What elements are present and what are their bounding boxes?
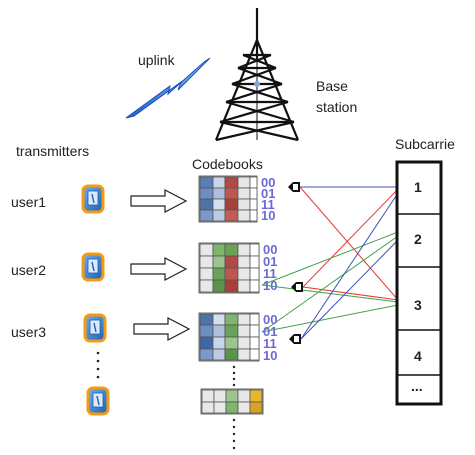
codebook-more <box>200 388 264 415</box>
phone-icon <box>81 184 105 214</box>
pointer-icon <box>291 282 303 292</box>
subcarrier-cell: 4 <box>414 348 422 364</box>
codebooks-label: Codebooks <box>192 156 263 172</box>
codeword-label: 11 <box>263 266 277 281</box>
lightning-icon <box>125 57 211 119</box>
ellipsis-dots <box>232 365 236 450</box>
subcarrier-cell: ... <box>411 378 423 394</box>
codeword-label: 11 <box>261 197 275 212</box>
codeword-label: 10 <box>263 278 278 293</box>
codebook-user2 <box>198 242 260 294</box>
codeword-label: 10 <box>263 348 278 363</box>
codeword-label: 11 <box>263 336 277 351</box>
user-label: user1 <box>11 194 47 210</box>
ellipsis-dots <box>96 351 100 379</box>
base-station-label-line2: station <box>316 99 358 115</box>
subcarrier-column <box>395 160 443 406</box>
codeword-label: 10 <box>261 208 276 223</box>
user-label: user3 <box>11 324 47 340</box>
subcarrier-cell: 2 <box>414 231 422 247</box>
phone-icon <box>81 252 105 282</box>
arrow-icon <box>133 317 191 341</box>
arrow-icon <box>130 189 188 213</box>
subcarrier-cell: 3 <box>414 297 422 313</box>
codeword-label: 01 <box>263 254 278 269</box>
codebook-user1 <box>198 175 258 223</box>
pointer-icon <box>288 182 300 192</box>
connection-lines <box>261 186 401 340</box>
subcarriers-label: Subcarrie <box>395 136 455 152</box>
codeword-label: 00 <box>263 242 278 257</box>
uplink-label: uplink <box>138 52 175 68</box>
pointer-icon <box>289 334 301 344</box>
antenna-dot <box>254 81 260 87</box>
codeword-label: 00 <box>261 175 276 190</box>
user-label: user2 <box>11 262 47 278</box>
tower-icon <box>214 8 300 142</box>
codeword-label: 01 <box>261 186 276 201</box>
transmitters-label: transmitters <box>16 143 90 159</box>
codeword-label: 00 <box>263 312 278 327</box>
phone-icon <box>86 386 110 416</box>
phone-icon <box>83 313 107 343</box>
arrow-icon <box>130 257 188 281</box>
base-station-label-line1: Base <box>316 78 348 94</box>
subcarrier-cell: 1 <box>414 179 422 195</box>
codebook-user3 <box>198 312 260 362</box>
codeword-label: 01 <box>263 324 278 339</box>
